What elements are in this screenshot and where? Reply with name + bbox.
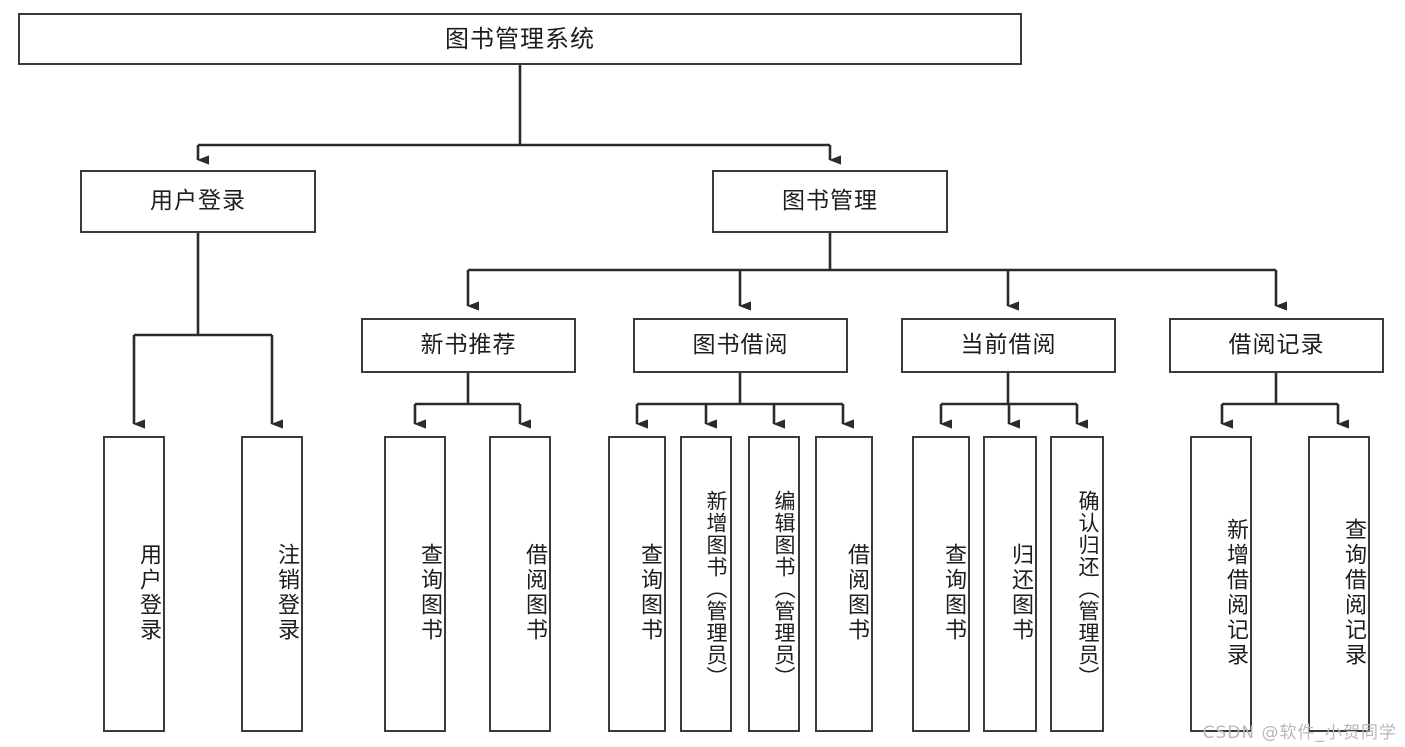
node-book-management[interactable]: 图书管理 (712, 170, 948, 233)
leaf-add-book-admin[interactable]: 新增图书（管理员） (680, 436, 732, 732)
node-label: 归还图书 (1008, 543, 1033, 643)
node-label: 图书管理系统 (445, 24, 595, 53)
leaf-borrow-book[interactable]: 借阅图书 (815, 436, 873, 732)
node-label: 用户登录 (136, 543, 161, 643)
watermark: CSDN @软件_小贺同学 (1202, 723, 1397, 743)
node-label: 当前借阅 (960, 331, 1057, 358)
node-label: 查询借阅记录 (1341, 518, 1366, 668)
leaf-query-borrow-record[interactable]: 查询借阅记录 (1308, 436, 1370, 732)
node-label: 查询图书 (941, 543, 966, 643)
node-label: 编辑图书（管理员） (772, 490, 796, 688)
node-label: 查询图书 (637, 543, 662, 643)
node-current-borrow[interactable]: 当前借阅 (901, 318, 1116, 373)
leaf-borrow-book-recommend[interactable]: 借阅图书 (489, 436, 551, 732)
node-label: 用户登录 (150, 187, 246, 214)
leaf-logout-login[interactable]: 注销登录 (241, 436, 303, 732)
node-label: 新书推荐 (420, 331, 517, 358)
node-borrow-record[interactable]: 借阅记录 (1169, 318, 1384, 373)
node-new-book-recommend[interactable]: 新书推荐 (361, 318, 576, 373)
leaf-confirm-return-admin[interactable]: 确认归还（管理员） (1050, 436, 1104, 732)
node-label: 新增借阅记录 (1223, 518, 1248, 668)
node-book-borrow[interactable]: 图书借阅 (633, 318, 848, 373)
leaf-add-borrow-record[interactable]: 新增借阅记录 (1190, 436, 1252, 732)
node-label: 借阅记录 (1228, 331, 1325, 358)
leaf-query-book-borrow[interactable]: 查询图书 (608, 436, 666, 732)
node-label: 图书管理 (782, 187, 878, 214)
node-label: 注销登录 (274, 543, 299, 643)
leaf-user-login[interactable]: 用户登录 (103, 436, 165, 732)
leaf-edit-book-admin[interactable]: 编辑图书（管理员） (748, 436, 800, 732)
node-label: 借阅图书 (522, 543, 547, 643)
node-root-book-management-system[interactable]: 图书管理系统 (18, 13, 1022, 65)
leaf-return-book[interactable]: 归还图书 (983, 436, 1037, 732)
node-user-login[interactable]: 用户登录 (80, 170, 316, 233)
node-label: 新增图书（管理员） (704, 490, 728, 688)
leaf-query-book-current[interactable]: 查询图书 (912, 436, 970, 732)
node-label: 确认归还（管理员） (1076, 490, 1100, 688)
node-label: 图书借阅 (692, 331, 789, 358)
node-label: 查询图书 (417, 543, 442, 643)
leaf-query-book-recommend[interactable]: 查询图书 (384, 436, 446, 732)
node-label: 借阅图书 (844, 543, 869, 643)
